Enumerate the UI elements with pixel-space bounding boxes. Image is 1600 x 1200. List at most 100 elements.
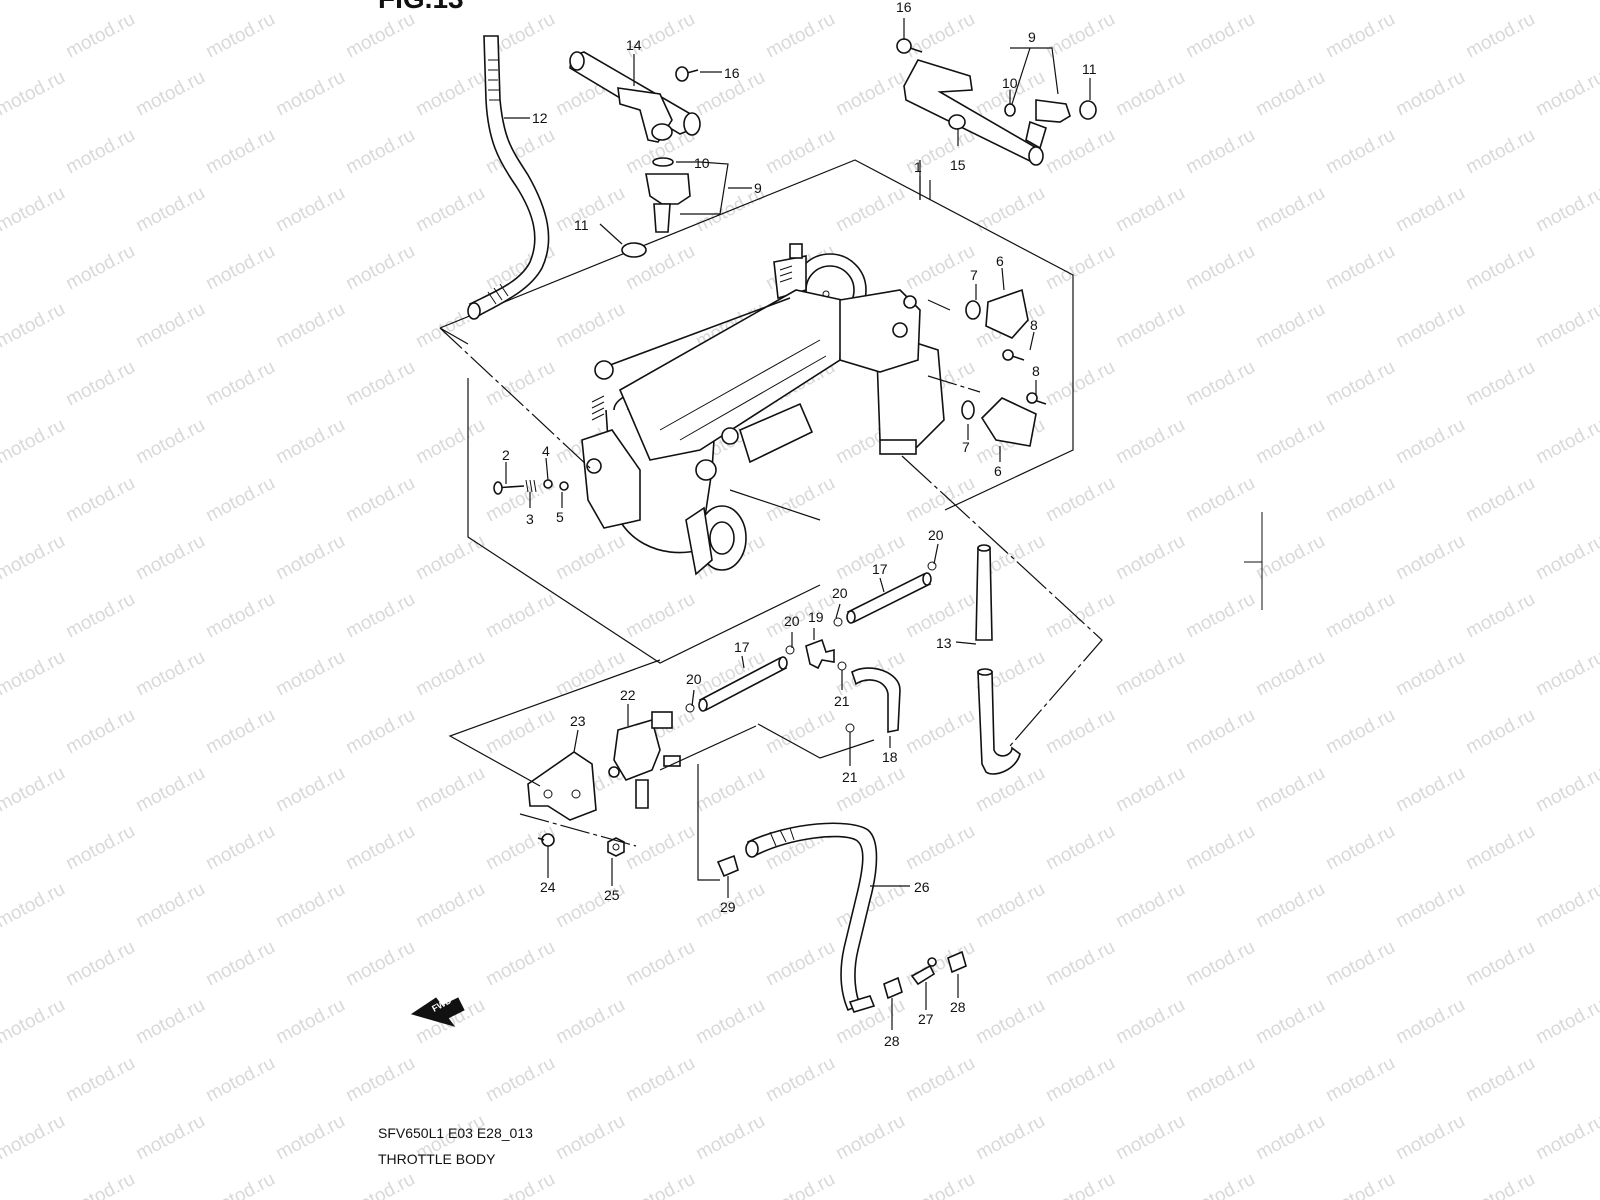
watermark-text: motod.ru [272, 0, 348, 4]
watermark-text: motod.ru [762, 705, 838, 759]
watermark-text: motod.ru [0, 415, 69, 469]
callout-17: 17 [872, 561, 888, 577]
watermark-text: motod.ru [272, 1111, 348, 1165]
callout-29: 29 [720, 899, 736, 915]
watermark-text: motod.ru [342, 125, 418, 179]
callout-20: 20 [686, 671, 702, 687]
callout-25: 25 [604, 887, 620, 903]
watermark-text: motod.ru [1042, 357, 1118, 411]
callout-18: 18 [882, 749, 898, 765]
callout-26: 26 [914, 879, 930, 895]
watermark-text: motod.ru [62, 473, 138, 527]
watermark-text: motod.ru [1112, 995, 1188, 1049]
watermark-text: motod.ru [1392, 1111, 1468, 1165]
watermark-text: motod.ru [1462, 937, 1538, 991]
watermark-text: motod.ru [132, 647, 208, 701]
callout-17: 17 [734, 639, 750, 655]
watermark-text: motod.ru [0, 763, 69, 817]
watermark-text: motod.ru [1392, 0, 1468, 4]
watermark-text: motod.ru [1182, 821, 1258, 875]
watermark-text: motod.ru [1252, 0, 1328, 4]
watermark-text: motod.ru [0, 879, 69, 933]
watermark-text: motod.ru [552, 183, 628, 237]
watermark-text: motod.ru [0, 531, 69, 585]
watermark-text: motod.ru [132, 299, 208, 353]
callout-8: 8 [1030, 317, 1038, 333]
nut-part-25 [607, 837, 625, 857]
watermark-text: motod.ru [1462, 1169, 1538, 1200]
callout-1: 1 [914, 159, 922, 175]
watermark-text: motod.ru [1042, 705, 1118, 759]
watermark-text: motod.ru [1182, 937, 1258, 991]
watermark-text: motod.ru [132, 995, 208, 1049]
watermark-text: motod.ru [1112, 299, 1188, 353]
callout-3: 3 [526, 511, 534, 527]
watermark-text: motod.ru [1252, 67, 1328, 121]
watermark-text: motod.ru [1252, 299, 1328, 353]
watermark-text: motod.ru [1462, 705, 1538, 759]
watermark-text: motod.ru [552, 0, 628, 4]
watermark-text: motod.ru [1392, 879, 1468, 933]
watermark-text: motod.ru [1182, 705, 1258, 759]
fuel-pipe-part-14 [569, 51, 701, 143]
watermark-text: motod.ru [1532, 299, 1600, 353]
watermark-text: motod.ru [1252, 879, 1328, 933]
watermark-text: motod.ru [342, 589, 418, 643]
bracket-part-23 [527, 751, 597, 821]
watermark-text: motod.ru [1392, 647, 1468, 701]
watermark-text: motod.ru [1392, 299, 1468, 353]
callout-28: 28 [950, 999, 966, 1015]
callout-numbers: 16 14 16 9 10 11 15 12 10 9 11 1 7 6 8 8… [502, 0, 1097, 1049]
watermark-text: motod.ru [1042, 1053, 1118, 1107]
watermark-text: motod.ru [1182, 1053, 1258, 1107]
sensor-upper [965, 288, 1029, 361]
watermark-text: motod.ru [1392, 531, 1468, 585]
watermark-text: motod.ru [272, 67, 348, 121]
watermark-text: motod.ru [972, 995, 1048, 1049]
watermark-text: motod.ru [902, 9, 978, 63]
watermark-text: motod.ru [202, 473, 278, 527]
watermark-text: motod.ru [272, 879, 348, 933]
watermark-text: motod.ru [202, 705, 278, 759]
watermark-text: motod.ru [1392, 995, 1468, 1049]
watermark-text: motod.ru [902, 705, 978, 759]
watermark-text: motod.ru [132, 531, 208, 585]
watermark-text: motod.ru [552, 299, 628, 353]
injector-right [1004, 99, 1097, 150]
watermark-text: motod.ru [692, 0, 768, 4]
callout-14: 14 [626, 37, 642, 53]
watermark-text: motod.ru [1112, 1111, 1188, 1165]
watermark-text: motod.ru [342, 937, 418, 991]
watermark-text: motod.ru [202, 125, 278, 179]
watermark-text: motod.ru [342, 1053, 418, 1107]
watermark-text: motod.ru [1252, 1111, 1328, 1165]
watermark-text: motod.ru [272, 647, 348, 701]
watermark-text: motod.ru [692, 995, 768, 1049]
watermark-text: motod.ru [832, 1111, 908, 1165]
watermark-text: motod.ru [1042, 125, 1118, 179]
watermark-text: motod.ru [1252, 531, 1328, 585]
watermark-text: motod.ru [412, 879, 488, 933]
diagram-code: SFV650L1 E03 E28_013 [378, 1125, 533, 1141]
watermark-text: motod.ru [412, 763, 488, 817]
watermark-text: motod.ru [622, 1169, 698, 1200]
watermark-text: motod.ru [1042, 9, 1118, 63]
watermark-text: motod.ru [272, 183, 348, 237]
watermark-text: motod.ru [1182, 473, 1258, 527]
callout-9: 9 [754, 180, 762, 196]
watermark-text: motod.ru [1462, 1053, 1538, 1107]
watermark-text: motod.ru [1042, 589, 1118, 643]
watermark-text: motod.ru [622, 589, 698, 643]
watermark-text: motod.ru [902, 1169, 978, 1200]
watermark-text: motod.ru [762, 473, 838, 527]
watermark-text: motod.ru [762, 1169, 838, 1200]
watermark-text: motod.ru [692, 763, 768, 817]
callout-20: 20 [928, 527, 944, 543]
callout-7: 7 [962, 439, 970, 455]
watermark-text: motod.ru [762, 1053, 838, 1107]
watermark-text: motod.ru [1462, 125, 1538, 179]
watermark-text: motod.ru [1532, 1111, 1600, 1165]
watermark-text: motod.ru [132, 183, 208, 237]
watermark-text: motod.ru [132, 67, 208, 121]
